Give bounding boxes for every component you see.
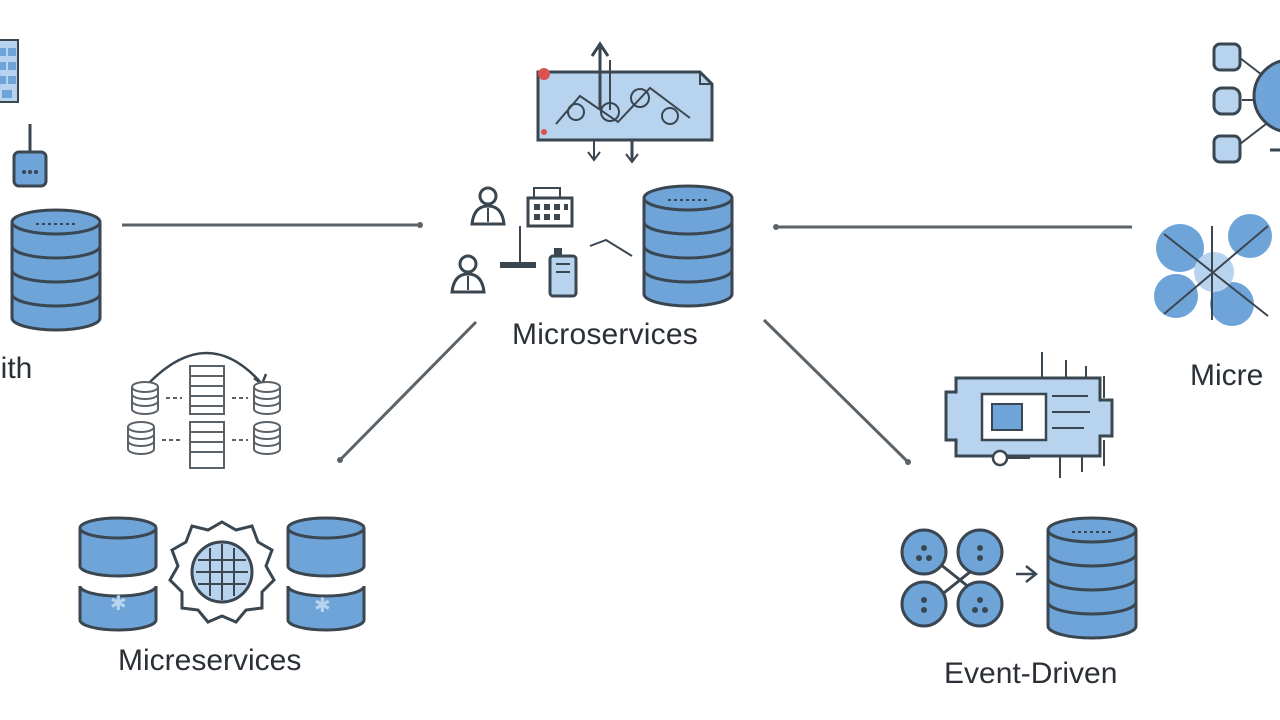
svg-text:✱: ✱ xyxy=(314,593,331,617)
connector-center-bottom-left xyxy=(338,320,478,462)
terminal-icon xyxy=(500,226,536,268)
bottom-right-title: Event-Driven xyxy=(944,657,1117,690)
event-nodes-icon xyxy=(900,528,1004,628)
event-database-icon xyxy=(1046,516,1138,640)
server-rack-icon xyxy=(526,187,574,228)
circuit-board-icon xyxy=(944,352,1114,478)
left-title-clipped: lith xyxy=(0,352,32,385)
center-database-icon xyxy=(642,184,734,308)
monolith-database-icon xyxy=(10,208,102,332)
database-icon: ✱ xyxy=(286,516,366,632)
connector-center-bottom-right xyxy=(762,318,910,464)
monolith-rack-icon xyxy=(0,39,19,103)
svg-text:✱: ✱ xyxy=(110,591,127,615)
cluster-icon xyxy=(127,351,281,469)
arrow-right-icon xyxy=(1016,565,1039,583)
plug-icon xyxy=(12,124,48,188)
device-icon xyxy=(548,248,578,298)
blueprint-icon xyxy=(536,41,714,164)
user-icon xyxy=(470,186,506,226)
gear-network-icon xyxy=(168,520,276,624)
network-hub-icon xyxy=(1212,42,1280,164)
database-icon: ✱ xyxy=(78,516,158,632)
right-title-clipped: Micre xyxy=(1190,359,1263,392)
user-icon xyxy=(450,254,486,294)
bottom-left-title: Micreservices xyxy=(118,644,301,677)
distributed-flower-icon xyxy=(1154,214,1272,326)
center-title: Microservices xyxy=(512,318,698,351)
